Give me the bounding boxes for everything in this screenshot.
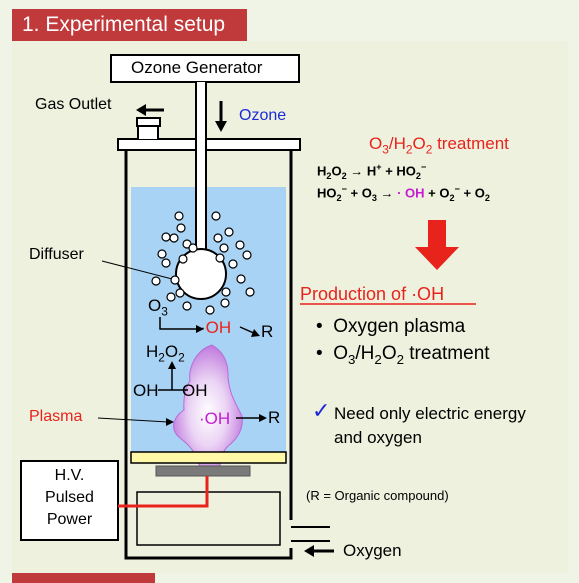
oxygen-arrow (304, 545, 314, 557)
hv-power-label: H.V. Pulsed Power (21, 465, 118, 531)
dielectric-plate (130, 451, 287, 464)
hv-line-2: Pulsed (45, 489, 94, 506)
plasma-discharge (173, 344, 243, 469)
gas-outlet-label: Gas Outlet (35, 96, 112, 113)
gas-outlet-arrow (136, 104, 146, 116)
ozone-arrow (215, 121, 227, 132)
hv-power-box (20, 460, 119, 541)
oxygen-pipe (291, 526, 330, 542)
oh-label-a: OH (133, 381, 159, 400)
hv-line-3: Power (46, 511, 93, 528)
plasma-label: Plasma (29, 408, 83, 425)
diffuser-label: Diffuser (29, 246, 84, 263)
treatment-title: O3/H2O2 treatment (369, 134, 509, 157)
h2o2-label: H2O2 (146, 342, 185, 365)
reaction-equation-1: H2O2 → H+ + HO2− (317, 162, 427, 181)
hv-wire (118, 476, 209, 508)
reactor-base (124, 458, 293, 560)
next-section-bar (12, 573, 155, 583)
flow-down-arrow (415, 220, 459, 270)
reaction-equation-2: HO2− + O3 → · OH + O2− + O2 (317, 184, 490, 203)
oh-radical-top: ·OH (200, 318, 232, 337)
ozone-tube (195, 82, 207, 258)
check-note: Need only electric energy and oxygen (334, 402, 526, 450)
electrode (155, 465, 251, 477)
ozone-generator-label: Ozone Generator (131, 58, 263, 77)
check-icon: ✓ (312, 398, 331, 423)
production-oh-label: Production of ·OH (300, 284, 445, 304)
diffuser-ball (175, 248, 227, 300)
o3-label: O3 (148, 296, 168, 319)
check-line-1: Need only electric energy (334, 404, 526, 423)
organic-compound-note: (R = Organic compound) (306, 488, 449, 503)
reactor-lid (117, 138, 301, 151)
bullet-oxygen-plasma: • Oxygen plasma (316, 316, 466, 337)
section-title: 1. Experimental setup (12, 9, 247, 41)
oh-radical-bottom: ·OH (199, 409, 231, 428)
check-line-2: and oxygen (334, 428, 422, 447)
hv-line-1: H.V. (54, 467, 85, 484)
ozone-bubbles (151, 211, 255, 315)
r-label-bottom: R (268, 408, 281, 427)
bullet-treatment: • O3/H2O2 treatment (316, 343, 490, 367)
r-label-top: R (261, 322, 274, 341)
oxygen-label: Oxygen (343, 541, 402, 560)
bullet-text-1: Oxygen plasma (333, 316, 466, 337)
oh-label-b: OH (182, 381, 208, 400)
ozone-label: Ozone (239, 107, 287, 124)
